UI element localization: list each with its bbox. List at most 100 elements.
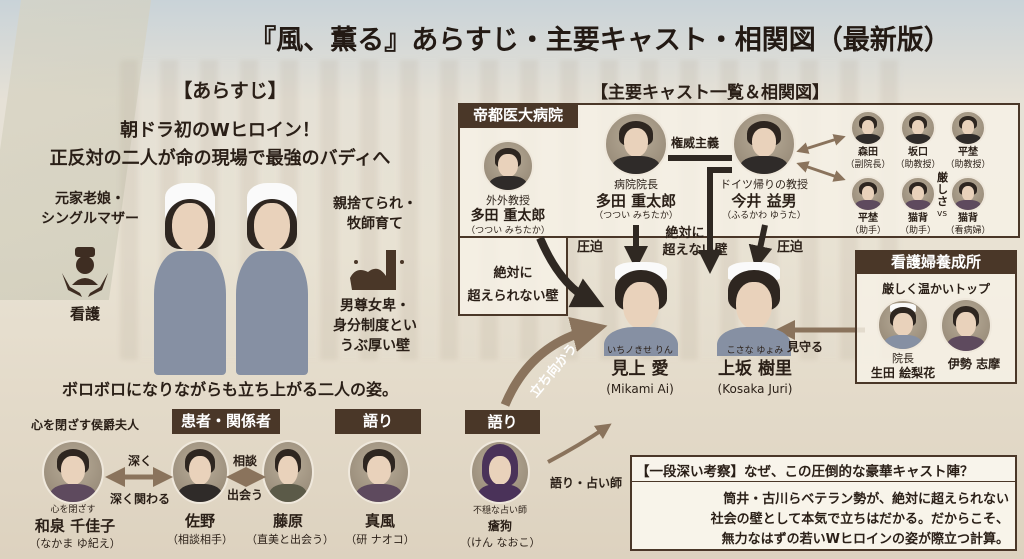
mud-wall-icon xyxy=(350,250,404,290)
sano-portrait[interactable] xyxy=(171,440,229,504)
staff-portrait[interactable] xyxy=(900,110,936,146)
page-title: 『風、薫る』あらすじ・主要キャスト・相関図（最新版） xyxy=(249,25,951,56)
wall-line-2: 身分制度とい xyxy=(333,318,417,334)
arrow2-bottom-label: 出会う xyxy=(226,488,263,502)
izumi-portrait[interactable] xyxy=(42,440,104,504)
staff-name: 坂口 xyxy=(908,147,928,158)
kosaka-furigana: こさな ゆょみ xyxy=(726,346,784,356)
insight-line-1: 筒井・古川らベテラン勢が、絶対に超えられない xyxy=(723,492,1009,507)
arrow-narrator xyxy=(547,423,612,464)
hospital-header: 帝都医大病院 xyxy=(458,103,578,128)
synopsis-headline-2: 正反対の二人が命の現場で最強のバディへ xyxy=(49,148,391,169)
ise-name: 伊勢 志摩 xyxy=(947,357,1001,371)
staff-role: （看病婦） xyxy=(945,226,991,236)
mikami-furigana: いちノきせ りん xyxy=(607,346,673,356)
izumi-furigana: 心を閉ざす xyxy=(50,505,96,515)
arrow1-top-label: 深く xyxy=(127,454,152,468)
pressure-right-label: 圧迫 xyxy=(776,240,803,255)
director-portrait[interactable] xyxy=(604,112,668,176)
wall-box-line-1: 絶対に xyxy=(493,266,533,281)
fujiwara-role: （直美と出会う） xyxy=(246,533,334,546)
right-trait-2: 牧師育て xyxy=(347,216,403,232)
izumi-actor: （なかま ゆ紀え） xyxy=(29,537,121,550)
narration-header: 語り xyxy=(335,409,421,434)
left-trait-2: シングルマザー xyxy=(41,211,139,227)
sano-name: 佐野 xyxy=(184,512,215,530)
insight-divider xyxy=(632,481,1015,482)
staff-name: 猫背 xyxy=(958,213,978,224)
fujiwara-portrait[interactable] xyxy=(262,440,314,504)
staff-role: （助手） xyxy=(899,226,936,236)
wall-line-3: うぶ厚い壁 xyxy=(340,338,410,354)
narrator-portrait[interactable] xyxy=(470,440,530,504)
wall-line-1: 男尊女卑・ xyxy=(340,298,410,314)
left-icon-label: 看護 xyxy=(69,305,100,323)
staff-portrait[interactable] xyxy=(950,110,986,146)
sano-role: （相談相手） xyxy=(167,533,233,546)
heroines-illustration xyxy=(145,175,315,375)
patients-header: 患者・関係者 xyxy=(172,409,280,434)
ikuta-portrait[interactable] xyxy=(877,299,929,351)
vs-text: vs xyxy=(937,209,948,219)
wall-center-line-2: 超えない壁 xyxy=(662,243,728,258)
staff-role: （助手） xyxy=(849,226,886,236)
synopsis-headline-1: 朝ドラ初のWヒロイン！ xyxy=(120,120,320,141)
professor-name: 多田 重太郎 xyxy=(470,208,546,224)
imai-name: 今井 益男 xyxy=(731,192,797,210)
synopsis-heading: 【あらすじ】 xyxy=(173,80,287,102)
insight-header: 【一段深い考察】なぜ、この圧倒的な豪華キャスト陣？ xyxy=(636,464,974,480)
left-trait-1: 元家老娘・ xyxy=(55,191,125,207)
insight-box xyxy=(630,455,1017,551)
arrow1-bottom-label: 深く関わる xyxy=(109,492,170,506)
staff-portrait[interactable] xyxy=(950,176,986,212)
ikuta-name: 生田 絵梨花 xyxy=(870,366,936,380)
vs-label: 厳しさ xyxy=(937,171,948,208)
nursing-school-header: 看護婦養成所 xyxy=(855,250,1017,274)
kosaka-romaji: (Kosaka Juri) xyxy=(717,382,793,396)
ikuta-role: 院長 xyxy=(892,352,914,365)
fujiwara-name: 藤原 xyxy=(272,512,303,530)
nursing-school-subtitle: 厳しく温かいトップ xyxy=(881,282,990,296)
staff-name: 平埜 xyxy=(958,147,978,158)
imai-role: ドイツ帰りの教授 xyxy=(720,178,808,191)
staff-role: （助教授） xyxy=(945,160,991,170)
staff-portrait[interactable] xyxy=(900,176,936,212)
synopsis-tagline: ボロボロになりながらも立ち上がる二人の姿。 xyxy=(61,380,398,399)
narrator-role: 不穏な占い師 xyxy=(472,506,527,516)
staff-portrait[interactable] xyxy=(850,110,886,146)
nurse-care-icon xyxy=(62,247,108,297)
authority-label: 権威主義 xyxy=(670,136,719,150)
ise-portrait[interactable] xyxy=(940,298,992,353)
makaze-name: 真風 xyxy=(364,512,395,530)
insight-line-2: 社会の壁として本気で立ちはだかる。だからこそ、 xyxy=(710,512,1009,527)
right-trait-1: 親捨てられ・ xyxy=(333,196,417,212)
arrow2-top-label: 相談 xyxy=(232,454,257,468)
director-role: 病院院長 xyxy=(614,178,658,191)
kosaka-name: 上坂 樹里 xyxy=(718,359,792,379)
staff-role: （副院長） xyxy=(845,160,891,170)
staff-name: 猫背 xyxy=(908,213,928,224)
professor-portrait[interactable] xyxy=(482,140,534,192)
izumi-name: 和泉 千佳子 xyxy=(34,517,116,535)
staff-portrait[interactable] xyxy=(850,176,886,212)
makaze-actor: （研 ナオコ） xyxy=(345,533,415,546)
mikami-portrait[interactable] xyxy=(595,258,687,356)
makaze-portrait[interactable] xyxy=(348,440,410,504)
director-actor: （つつい みちたか） xyxy=(594,211,678,221)
cast-heading: 【主要キャスト一覧＆相関図】 xyxy=(591,83,829,103)
narrator-arrow-label: 語り・占い師 xyxy=(550,476,623,490)
imai-portrait[interactable] xyxy=(732,112,796,176)
pressure-left-label: 圧迫 xyxy=(576,240,603,255)
narrator-name: 瘡狗 xyxy=(487,519,512,533)
mikami-name: 見上 愛 xyxy=(611,359,669,379)
mikami-romaji: (Mikami Ai) xyxy=(606,382,674,396)
staff-name: 平埜 xyxy=(858,213,878,224)
narrator-actor: （けん なおこ） xyxy=(460,536,541,549)
izumi-caption: 心を閉ざす侯爵夫人 xyxy=(30,418,139,432)
professor-actor: （つつい みちたか） xyxy=(466,226,550,236)
professor-role: 外外教授 xyxy=(486,194,530,207)
wall-center-line-1: 絶対に xyxy=(665,226,705,241)
narrator-header: 語り xyxy=(465,410,540,434)
staff-role: （助教授） xyxy=(895,160,941,170)
kosaka-portrait[interactable] xyxy=(708,258,800,356)
